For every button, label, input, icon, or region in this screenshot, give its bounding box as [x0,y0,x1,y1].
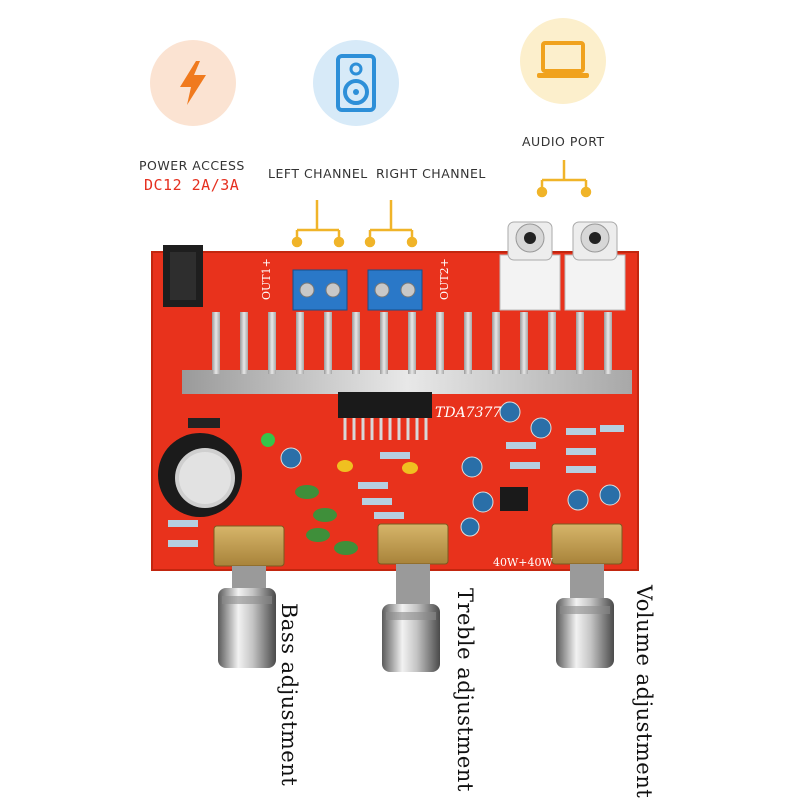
bass-adjustment-label: Bass adjustment [277,603,301,787]
dc-power-jack [163,245,203,307]
speaker-icon [336,54,376,112]
connector-brackets [291,160,592,248]
tda7377-chip [338,392,432,440]
volume-adjustment-label: Volume adjustment [632,585,656,799]
speaker-icon-circle [313,40,399,126]
power-rating-label: 40W+40W [493,556,554,569]
rca-jack-left [499,221,561,311]
treble-pot [377,523,449,672]
left-channel-terminal [292,269,348,311]
left-channel-label: LEFT CHANNEL [268,166,368,181]
electrolytic-capacitor [158,433,242,517]
chip-label: TDA7377 [435,405,501,421]
laptop-icon-circle [520,18,606,104]
power-spec-label: DC12 2A/3A [144,176,240,194]
right-channel-bracket [364,200,418,248]
power-icon-circle [150,40,236,126]
lightning-bolt-icon [178,61,208,105]
right-channel-label: RIGHT CHANNEL [376,166,486,181]
treble-adjustment-label: Treble adjustment [453,588,477,792]
audio-port-label: AUDIO PORT [522,134,605,149]
laptop-icon [535,41,591,81]
rca-jack-right [564,221,626,311]
left-channel-bracket [291,200,345,248]
audio-port-bracket [536,160,592,198]
heatsink [182,312,632,394]
volume-pot [551,523,623,668]
out1-label: OUT1+ [260,258,273,300]
right-channel-terminal [367,269,423,311]
out2-label: OUT2+ [438,258,451,300]
small-components [168,401,624,555]
bass-pot [213,525,285,668]
power-access-label: POWER ACCESS [139,158,245,173]
